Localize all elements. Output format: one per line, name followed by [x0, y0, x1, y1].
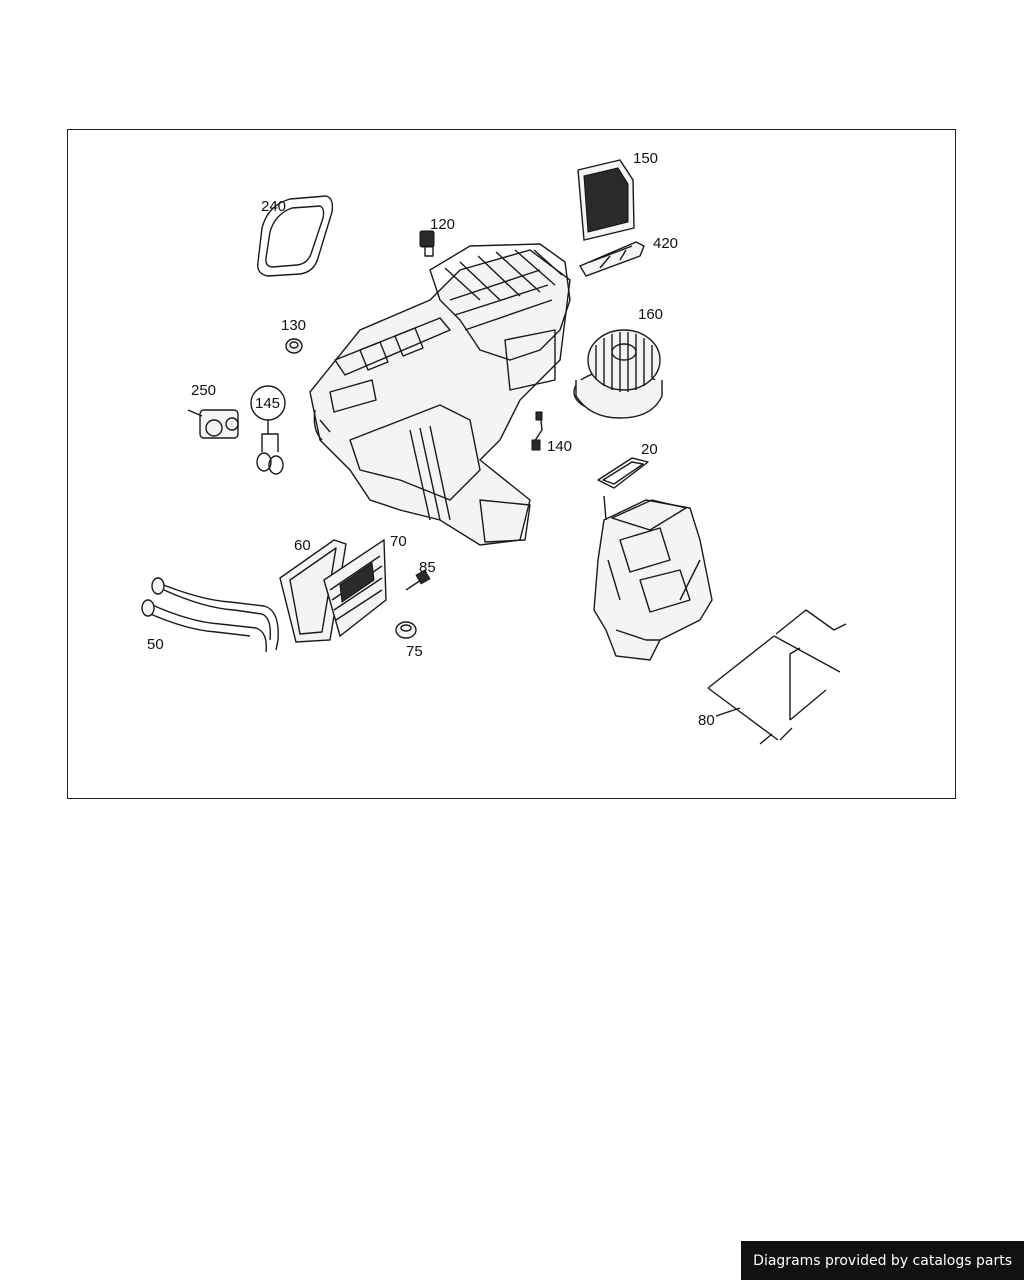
callout-130: 130: [281, 317, 306, 334]
callout-50: 50: [147, 636, 164, 653]
part-420-bracket[interactable]: [578, 241, 645, 277]
part-20-gasket[interactable]: [597, 457, 649, 489]
part-240-gasket[interactable]: [257, 195, 334, 277]
part-145-seals[interactable]: [250, 385, 286, 475]
callout-150: 150: [633, 150, 658, 167]
part-250-valve[interactable]: [187, 409, 239, 439]
diagram-frame: [67, 129, 956, 799]
callout-140: 140: [547, 438, 572, 455]
callout-160: 160: [638, 306, 663, 323]
part-70-heater-core[interactable]: [323, 538, 387, 638]
callout-75: 75: [406, 643, 423, 660]
main-hvac-housing[interactable]: [309, 243, 571, 546]
part-150-filter[interactable]: [577, 159, 635, 241]
part-85-bolt[interactable]: [405, 569, 431, 591]
part-140-sensor[interactable]: [531, 411, 543, 451]
callout-20: 20: [641, 441, 658, 458]
part-120-sensor[interactable]: [419, 230, 435, 257]
part-130-cap[interactable]: [285, 338, 303, 354]
part-50-pipes[interactable]: [141, 577, 279, 653]
callout-60: 60: [294, 537, 311, 554]
part-160-blower[interactable]: [573, 329, 663, 419]
diagram-credit-label: Diagrams provided by catalogs parts: [741, 1241, 1024, 1280]
part-60-frame[interactable]: [279, 539, 347, 643]
callout-85: 85: [419, 559, 436, 576]
callout-240: 240: [261, 198, 286, 215]
callout-145: 145: [255, 395, 280, 412]
callout-420: 420: [653, 235, 678, 252]
part-80-harness[interactable]: [707, 609, 847, 745]
part-75-nut[interactable]: [395, 621, 417, 639]
callout-80: 80: [698, 712, 715, 729]
callout-70: 70: [390, 533, 407, 550]
callout-120: 120: [430, 216, 455, 233]
lower-hvac-case[interactable]: [593, 495, 713, 661]
callout-250: 250: [191, 382, 216, 399]
